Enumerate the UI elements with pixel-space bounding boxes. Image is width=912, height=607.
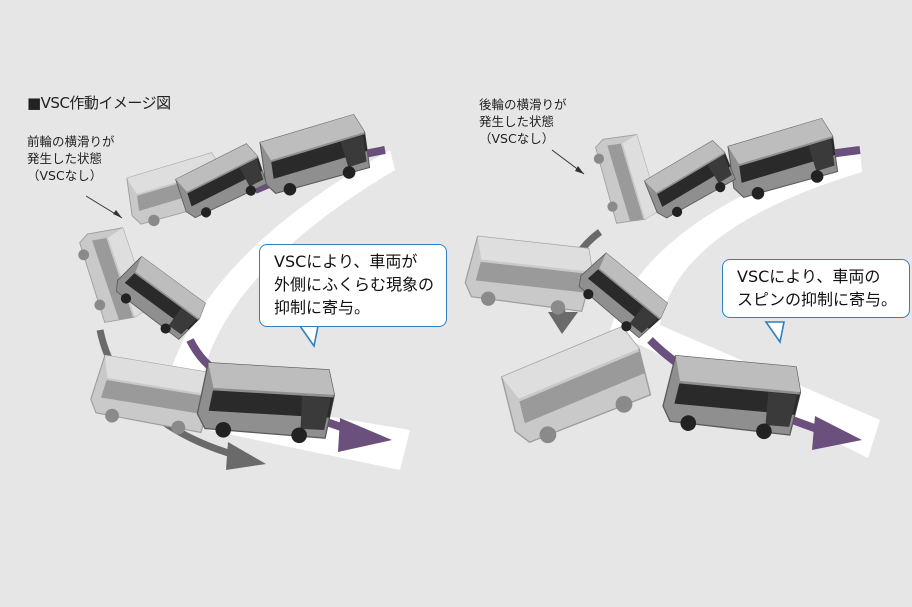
left-callout-pointer-icon [298, 325, 319, 348]
right-condition-note: 後輪の横滑りが 発生した状態 （VSCなし） [479, 97, 567, 146]
left-scene [74, 112, 410, 470]
bus-icon [171, 141, 272, 224]
right-leader-arrowhead-icon [575, 166, 584, 174]
right-skid-arrowhead-icon [548, 312, 578, 334]
left-vsc-arrowhead-icon [338, 418, 392, 452]
bus-icon [657, 337, 807, 456]
left-skid-arrowhead-icon [226, 442, 266, 470]
right-scene [460, 116, 880, 458]
left-condition-note: 前輪の横滑りが 発生した状態 （VSCなし） [27, 134, 115, 183]
diagram-title: ■VSC作動イメージ図 [27, 94, 171, 112]
bus-icon [460, 219, 599, 331]
right-callout-pointer-icon [764, 321, 785, 344]
left-vsc-callout: VSCにより、車両が 外側にふくらむ現象の 抑制に寄与。 [259, 244, 448, 327]
bus-icon [496, 323, 657, 452]
right-vsc-callout: VSCにより、車両の スピンの抑制に寄与。 [722, 259, 911, 319]
right-vsc-arrowhead-icon [812, 416, 862, 450]
left-leader-arrowhead-icon [113, 210, 122, 218]
